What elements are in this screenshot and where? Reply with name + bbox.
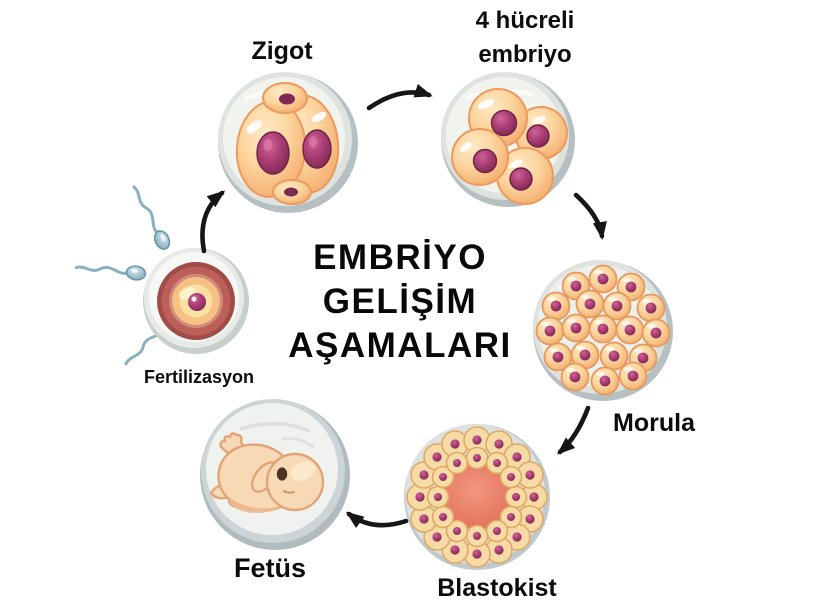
- label-four-cell-embryo: 4 hücreli embriyo: [475, 7, 575, 68]
- label-fertilization: Fertilizasyon: [143, 367, 255, 387]
- label-fetus: Fetüs: [233, 553, 307, 583]
- arrow-fertilization-to-zygote: [200, 190, 226, 254]
- arrow-zygote-to-four-cell: [366, 84, 433, 111]
- morula-illustration: [533, 260, 673, 401]
- sperm-icon: [74, 256, 148, 283]
- blastocyst-illustration: [404, 424, 550, 570]
- egg-icon: [143, 248, 249, 354]
- label-zygote: Zigot: [251, 37, 313, 65]
- arrow-morula-to-blastocyst: [557, 405, 591, 455]
- arrow-four-cell-to-morula: [573, 192, 607, 240]
- label-blastocyst: Blastokist: [437, 574, 557, 602]
- arrow-blastocyst-to-fetus: [345, 511, 409, 528]
- fetus-body: [209, 432, 325, 514]
- title-line: AŞAMALARI: [288, 326, 512, 365]
- fertilization-illustration: [74, 181, 249, 369]
- four-cell-embryo-illustration: [441, 72, 575, 207]
- diagram-title: EMBRİYO GELİŞİM AŞAMALARI: [288, 236, 511, 368]
- title-line: GELİŞİM: [322, 282, 478, 321]
- zygote-illustration: [218, 72, 358, 213]
- fetus-illustration: [200, 399, 350, 550]
- fetus-eye: [276, 467, 288, 481]
- sperm-icon: [128, 181, 174, 253]
- label-morula: Morula: [613, 409, 695, 437]
- title-line: EMBRİYO: [313, 238, 487, 277]
- blastocoel-cavity: [443, 464, 514, 529]
